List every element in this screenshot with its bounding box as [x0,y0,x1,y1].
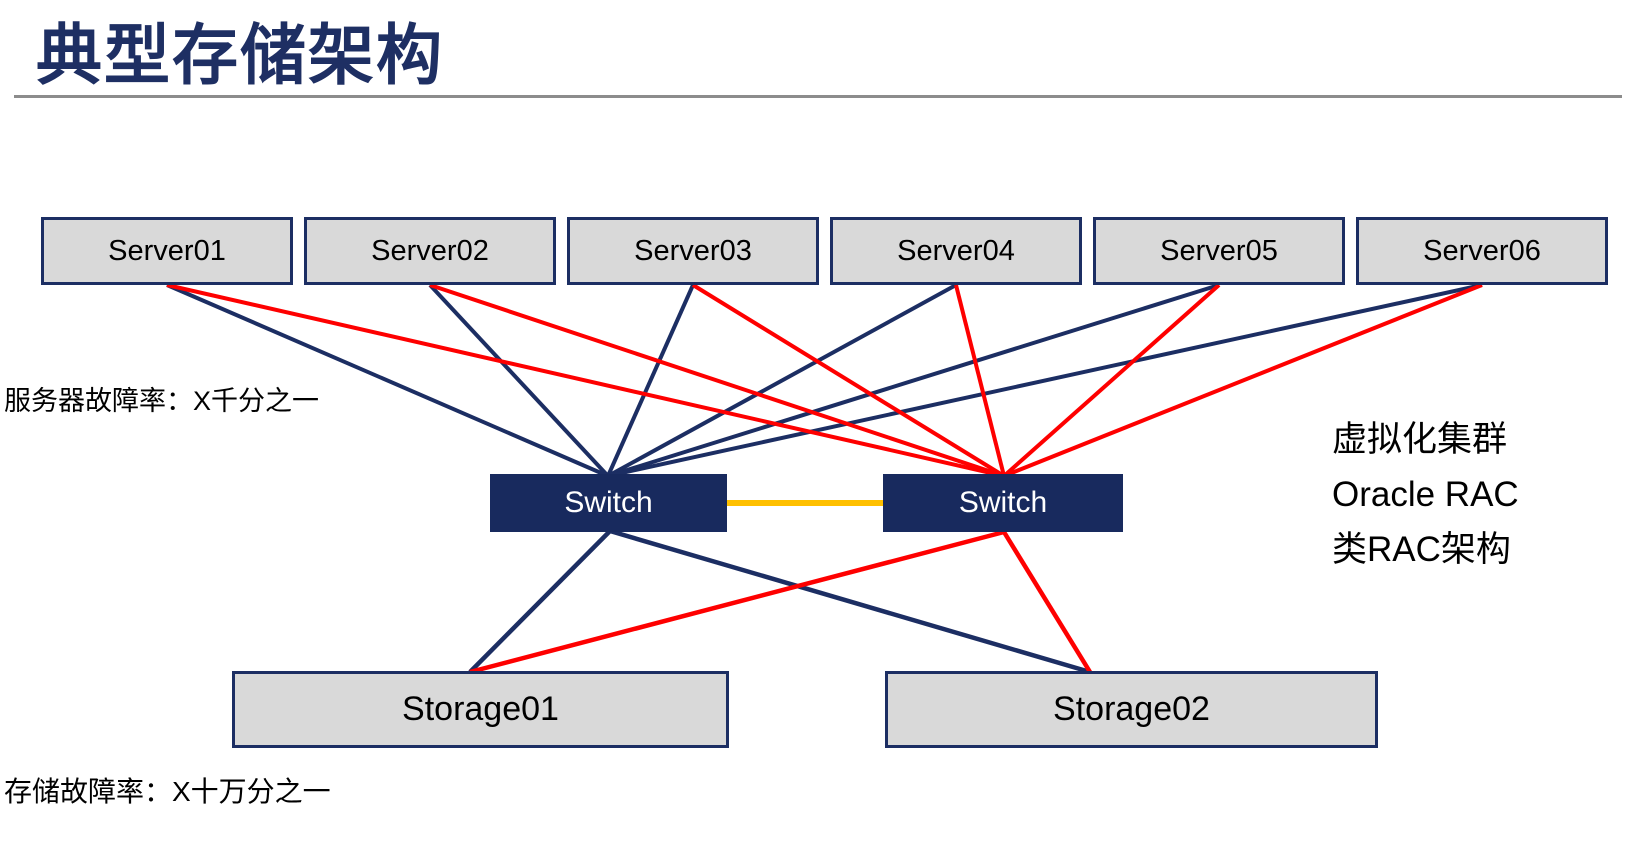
server03-label: Server03 [634,234,752,267]
node-server05: Server05 [1093,217,1345,285]
server05-label: Server05 [1160,234,1278,267]
node-storage01: Storage01 [232,671,729,748]
edge-server04-switch2 [954,284,1006,477]
page-title: 典型存储架构 [36,18,444,92]
storage-failure-rate-label: 存储故障率：X十万分之一 [4,776,331,807]
switch-right-label: Switch [958,486,1048,519]
node-server04: Server04 [830,217,1082,285]
edge-server06-switch1 [607,283,1483,478]
node-storage02: Storage02 [885,671,1378,748]
node-server03: Server03 [567,217,819,285]
edge-switch1-storage01 [468,529,612,674]
node-switch-left: Switch [490,474,727,532]
edge-server01-switch2 [166,283,1005,478]
title-divider-line [14,95,1622,98]
node-server02: Server02 [304,217,556,285]
edge-server03-switch1 [606,284,695,477]
cluster-annotation: 虚拟化集群 Oracle RAC 类RAC架构 [1332,412,1519,577]
server04-label: Server04 [897,234,1015,267]
edge-server03-switch2 [691,283,1006,478]
server-failure-rate-label: 服务器故障率：X千分之一 [4,386,320,416]
annotation-line-3: 类RAC架构 [1332,530,1511,569]
edge-switch2-storage02 [1002,530,1092,674]
edge-server02-switch2 [429,283,1005,478]
node-server01: Server01 [41,217,293,285]
edge-server04-switch1 [607,283,957,478]
server01-label: Server01 [108,234,226,267]
edge-server01-switch1 [166,283,609,478]
server02-label: Server02 [371,234,489,267]
annotation-line-2: Oracle RAC [1332,475,1519,514]
node-server06: Server06 [1356,217,1608,285]
edge-server02-switch1 [428,283,610,478]
edge-server06-switch2 [1003,283,1483,478]
edge-server05-switch1 [607,283,1220,478]
edge-server05-switch2 [1002,283,1221,478]
switch-left-label: Switch [564,486,653,519]
edge-switch2-storage01 [469,529,1005,675]
storage01-label: Storage01 [402,690,559,728]
storage02-label: Storage02 [1053,690,1210,728]
edge-switch1-storage02 [609,528,1091,675]
node-switch-right: Switch [883,474,1123,532]
annotation-line-1: 虚拟化集群 [1332,420,1508,459]
server06-label: Server06 [1423,234,1541,267]
